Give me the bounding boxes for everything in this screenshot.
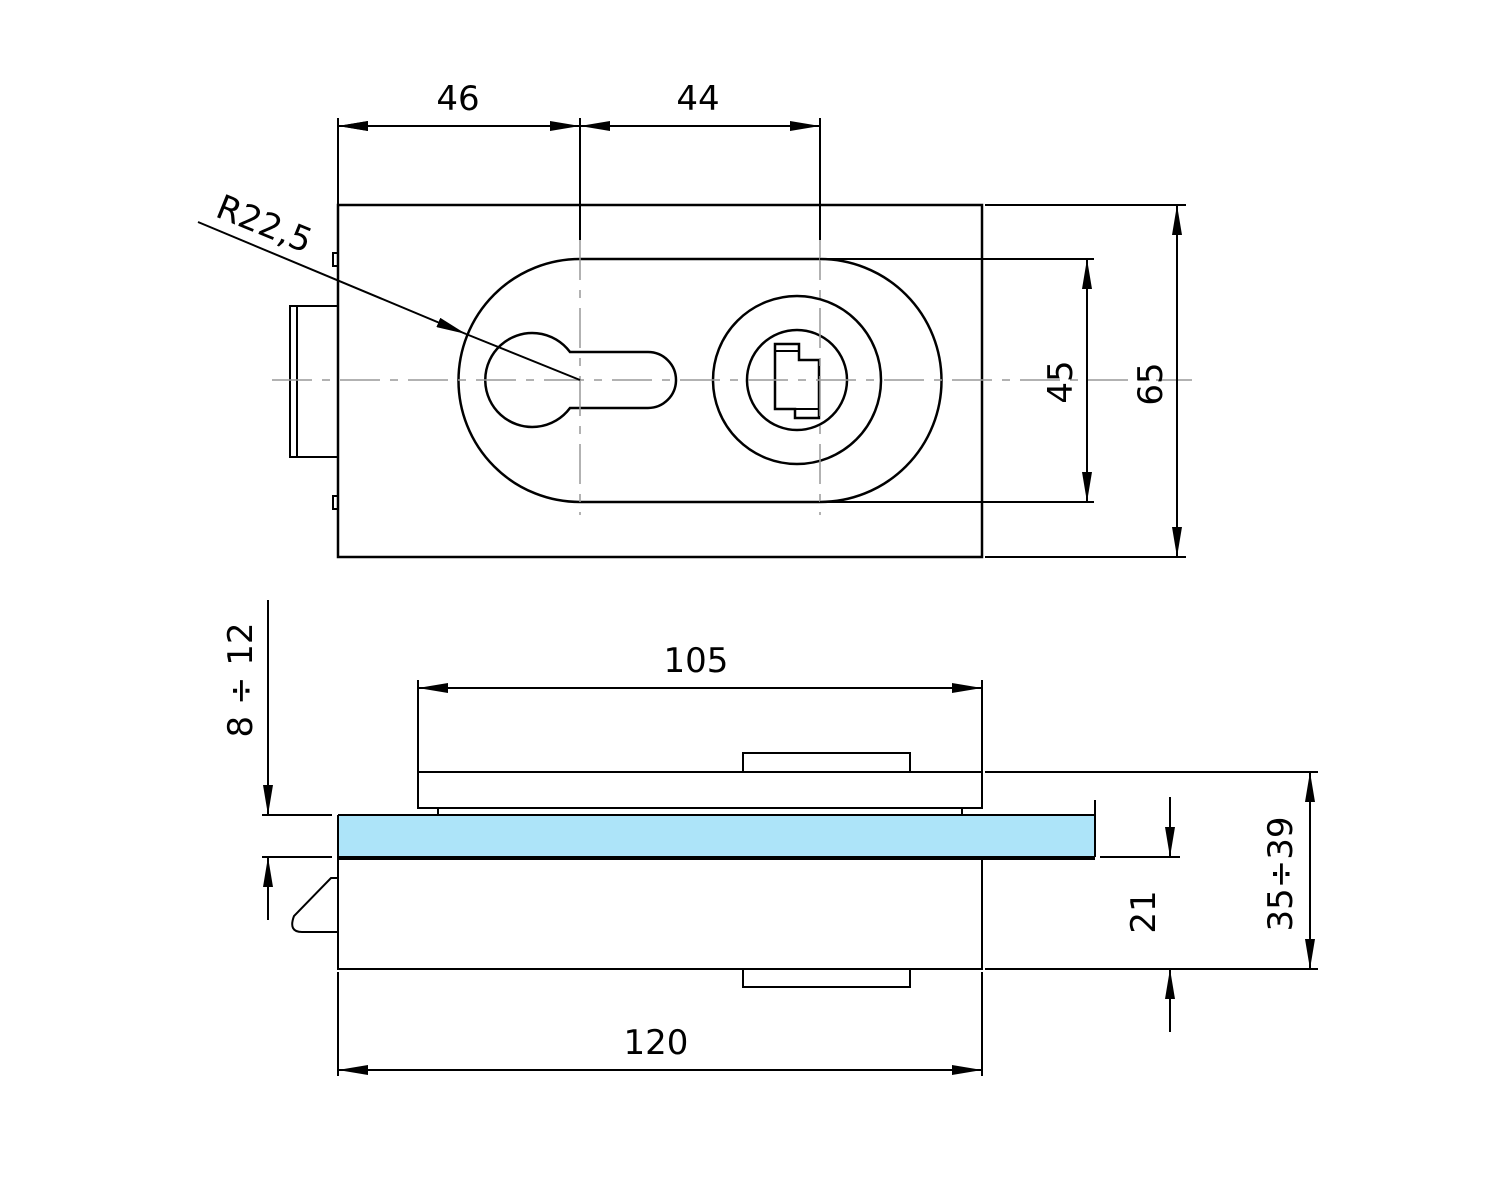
latch-bolt bbox=[289, 252, 339, 510]
cover-plate-side bbox=[417, 771, 983, 809]
dimension-44: 44 bbox=[676, 79, 719, 119]
top-view: 46 44 R22,5 45 65 bbox=[197, 79, 1192, 559]
dimension-total-height: 35÷39 bbox=[1261, 816, 1301, 931]
bottom-knob bbox=[742, 968, 911, 988]
dimension-65: 65 bbox=[1131, 362, 1171, 405]
dimension-105: 105 bbox=[664, 641, 729, 681]
top-knob bbox=[742, 752, 911, 773]
dimension-120: 120 bbox=[624, 1023, 689, 1063]
dimension-46: 46 bbox=[436, 79, 479, 119]
dimension-21: 21 bbox=[1124, 890, 1164, 933]
glass-panel bbox=[338, 815, 1095, 857]
latch-bolt-side bbox=[291, 877, 338, 933]
dimension-45: 45 bbox=[1041, 360, 1081, 403]
side-view: 105 120 8 ÷ 12 21 35÷39 bbox=[221, 600, 1318, 1076]
dimension-glass-thickness: 8 ÷ 12 bbox=[221, 623, 261, 738]
lock-body-side bbox=[337, 858, 983, 970]
keyhole-cylinder bbox=[484, 331, 678, 429]
